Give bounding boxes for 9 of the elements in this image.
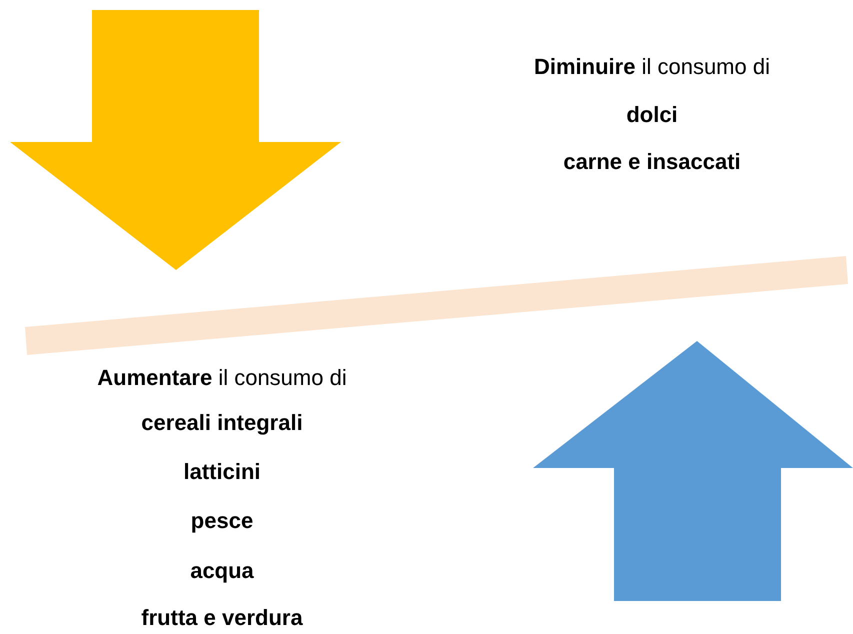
- instruction-text: Diminuire il consumo di: [534, 54, 770, 79]
- instruction-text: Aumentare il consumo di: [97, 365, 347, 390]
- food-item-label: cereali integrali: [141, 410, 303, 435]
- food-item-label: dolci: [626, 102, 678, 127]
- food-item-label: carne e insaccati: [563, 149, 741, 174]
- food-item-label: acqua: [190, 558, 254, 583]
- food-item-label: pesce: [190, 508, 254, 533]
- food-item-label: frutta e verdura: [141, 605, 303, 630]
- food-item-label: latticini: [183, 459, 260, 484]
